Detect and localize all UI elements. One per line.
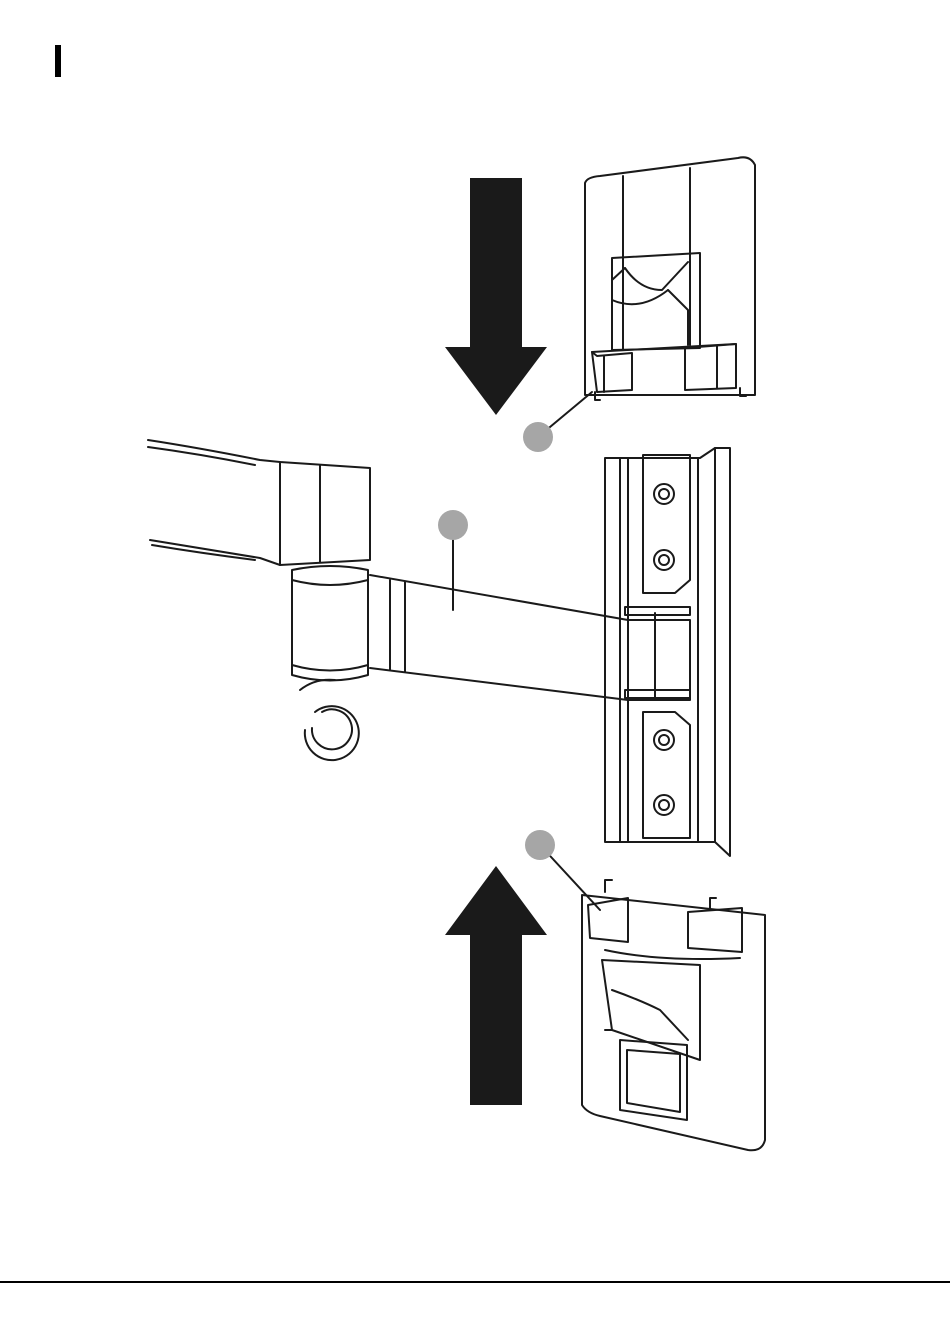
cap-bottom-callout xyxy=(525,830,555,860)
cable-ring xyxy=(300,680,359,760)
pivot-joint xyxy=(292,566,368,681)
arrow-up xyxy=(445,866,547,1105)
cap-top-callout xyxy=(523,422,553,452)
arrow-down xyxy=(445,178,547,415)
top-cover-cap xyxy=(585,157,755,400)
lower-arm xyxy=(370,575,690,700)
bolt-2 xyxy=(654,550,674,570)
bolt-4 xyxy=(654,795,674,815)
footer-rule xyxy=(0,1281,950,1283)
arm-callout xyxy=(438,510,468,540)
upper-arm xyxy=(148,440,370,565)
bolt-3 xyxy=(654,730,674,750)
bolt-1 xyxy=(654,484,674,504)
bottom-cover-cap xyxy=(582,880,765,1150)
